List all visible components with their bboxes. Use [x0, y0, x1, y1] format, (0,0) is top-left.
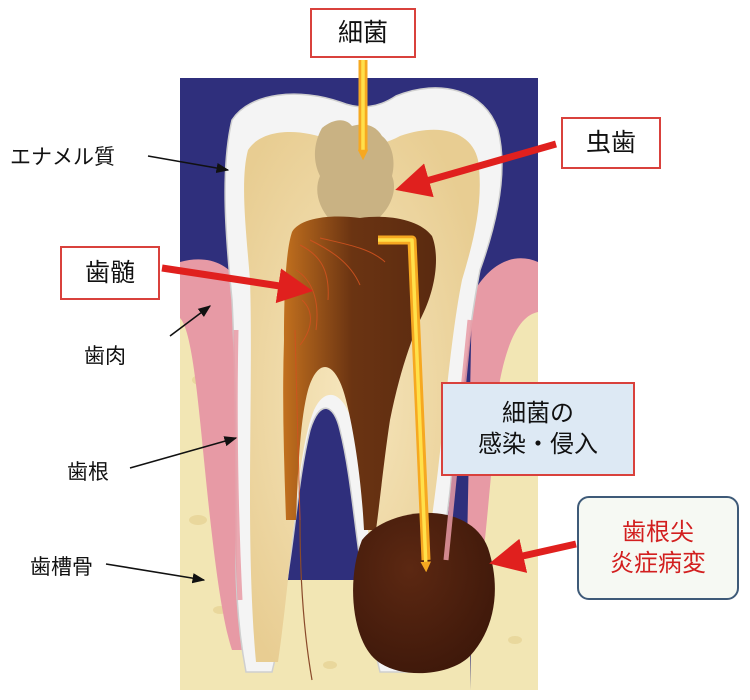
callout-bacteria: 細菌 — [310, 8, 416, 58]
pulp-chamber — [283, 216, 436, 530]
nerve-network — [294, 237, 386, 521]
enamel-pointer — [147, 155, 230, 174]
callout-periapical-line1: 歯根尖 — [622, 517, 694, 546]
caries-arrow — [395, 140, 557, 198]
periapical-lesion — [353, 512, 495, 674]
callout-infection: 細菌の 感染・侵入 — [441, 382, 635, 476]
callout-bacteria-text: 細菌 — [337, 17, 388, 47]
caries-cavity — [314, 120, 395, 220]
gum-pointer — [169, 305, 212, 337]
callout-periapical-lesion: 歯根尖 炎症病変 — [577, 496, 739, 600]
periodontal-ligament — [232, 329, 243, 601]
periapical-arrow — [489, 538, 577, 573]
callout-periapical-line2: 炎症病変 — [610, 549, 706, 577]
label-enamel: エナメル質 — [10, 145, 115, 169]
callout-caries: 虫歯 — [561, 117, 661, 169]
callout-infection-line2: 感染・侵入 — [478, 430, 598, 458]
callout-pulp: 歯髄 — [60, 246, 160, 300]
root-pointer — [129, 436, 238, 469]
label-root: 歯根 — [67, 460, 109, 484]
label-alveolar-bone: 歯槽骨 — [30, 555, 93, 579]
pulp-arrow — [161, 264, 313, 304]
bone-pointer — [105, 563, 206, 584]
invasion-path-inner — [378, 238, 431, 573]
callout-infection-line1: 細菌の — [502, 398, 574, 427]
callout-caries-text: 虫歯 — [585, 127, 636, 157]
label-gum: 歯肉 — [84, 344, 126, 368]
callout-pulp-text: 歯髄 — [84, 257, 135, 287]
gum — [180, 258, 538, 650]
root-canal-line — [299, 519, 313, 681]
